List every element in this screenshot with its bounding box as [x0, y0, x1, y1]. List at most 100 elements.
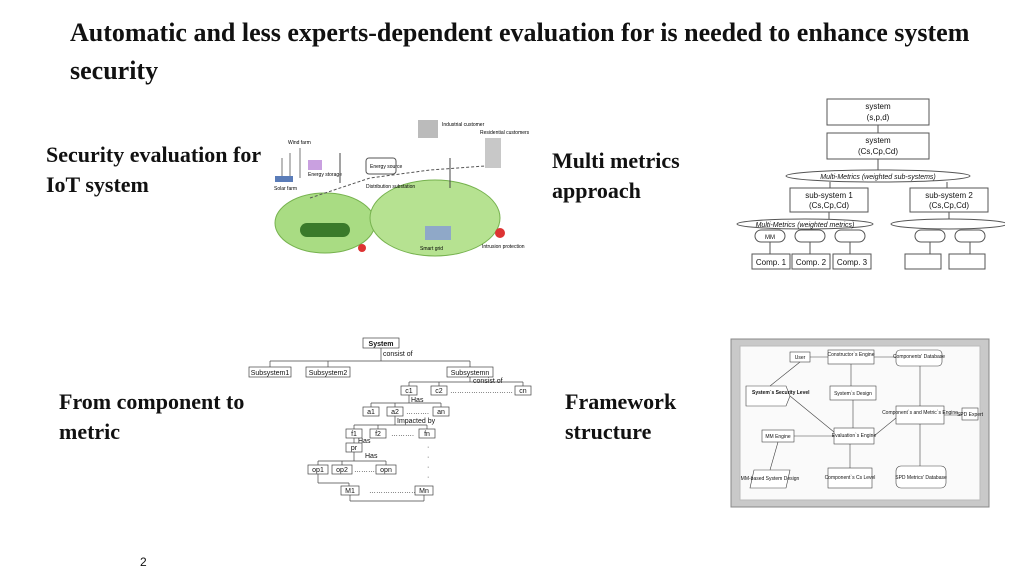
solar-icon: [275, 176, 293, 182]
box-subsystem-2: [909, 187, 989, 213]
text-sys-level: System`s Security Level: [752, 390, 810, 396]
text-mm-metrics: Multi-Metrics (weighted metrics): [756, 222, 855, 229]
attacker-icon: [358, 244, 366, 252]
text-dots-op: ……….: [354, 467, 377, 474]
label-distribution: Distribution substation: [366, 184, 415, 190]
mm-metrics-ellipse: [736, 218, 874, 230]
box-subsystem-1: [789, 187, 869, 213]
text-op2: op2: [336, 467, 348, 474]
component-metric-tree: System consist of Subsystem1 Subsystem2 …: [248, 337, 532, 502]
text-a1: a1: [367, 409, 375, 416]
caption-iot: Security evaluation for IoT system: [46, 142, 261, 197]
battery-icon: [300, 223, 350, 237]
text-system-2: (Cs,Cp,Cd): [858, 147, 898, 156]
box-system: [826, 132, 930, 160]
box-empty-1: [904, 253, 942, 270]
text-comp-level: Component`s Cs Level: [825, 475, 876, 481]
text-cn: cn: [519, 388, 527, 395]
storage-icon: [308, 160, 322, 170]
text-has-2: Has: [358, 438, 371, 445]
text-dots-a: ……….: [406, 409, 429, 416]
text-root-2: (s,p,d): [867, 113, 890, 122]
text-consist-of-1: consist of: [383, 351, 413, 358]
label-residential: Residential customers: [480, 130, 530, 136]
text-an: an: [437, 409, 445, 416]
text-f1: f1: [351, 431, 357, 438]
box-subsystem-2: [305, 366, 351, 378]
text-system: System: [369, 341, 394, 348]
iot-smart-grid-figure: Wind farm Energy storage Solar farm Indu…: [274, 120, 530, 257]
text-sub2-1: sub-system 2: [925, 191, 973, 200]
text-eval-engine: Evaluation`s Engine: [832, 433, 877, 439]
text-dots-c: ………………………: [450, 388, 513, 395]
label-solar-farm: Solar farm: [274, 186, 297, 192]
text-has-3: Has: [365, 453, 378, 460]
text-comp-2: Comp. 2: [796, 258, 827, 267]
box-subsystem-1: [248, 366, 292, 378]
text-comp-3: Comp. 3: [837, 258, 868, 267]
text-comp-1: Comp. 1: [756, 258, 787, 267]
box-comp-3: [832, 253, 872, 270]
text-mm-design: MM-based System Design: [741, 476, 800, 482]
text-dots-f: ……….: [391, 431, 414, 438]
text-subsystem-n: Subsystemn: [451, 370, 490, 377]
text-a2: a2: [391, 409, 399, 416]
text-has-1: Has: [411, 397, 424, 404]
slide-title: Automatic and less experts-dependent eva…: [70, 18, 970, 85]
label-intrusion: Intrusion protection: [482, 244, 525, 250]
mm-ellipse-right: [890, 218, 1005, 230]
text-fn: fn: [424, 431, 430, 438]
text-mm-engine: MM Engine: [765, 434, 791, 440]
intrusion-icon: [495, 228, 505, 238]
caption-component-to-metric: From component to metric: [59, 389, 245, 444]
text-impacted-by: Impacted by: [397, 418, 436, 425]
energy-source-box: [365, 157, 397, 175]
text-sub1-2: (Cs,Cp,Cd): [809, 201, 849, 210]
label-wind-farm: Wind farm: [288, 140, 311, 146]
caption-framework: Framework structure: [565, 389, 677, 444]
text-consist-of-2: consist of: [473, 378, 503, 385]
text-sys-design: System`s Design: [834, 391, 872, 397]
text-mm-subsystems: Multi-Metrics (weighted sub-systems): [820, 174, 936, 181]
label-smart-grid: Smart grid: [420, 246, 443, 252]
label-energy-source: Energy source: [370, 164, 402, 170]
text-dots-m: ………………………: [369, 488, 432, 495]
box-comp-1: [751, 253, 791, 270]
text-sub2-2: (Cs,Cp,Cd): [929, 201, 969, 210]
vdot-2: ·: [427, 454, 429, 461]
text-subsystem-2: Subsystem2: [309, 370, 348, 377]
box-empty-2: [948, 253, 986, 270]
text-root-1: system: [865, 102, 891, 111]
label-energy-storage: Energy storage: [308, 172, 342, 178]
vdot-3: ·: [427, 464, 429, 471]
framework-diagram: User Constructor`s Engine Components' Da…: [730, 338, 990, 508]
building-icon: [485, 138, 501, 168]
text-user: User: [795, 355, 806, 361]
text-m1: M1: [345, 488, 355, 495]
vdot-4: ·: [427, 474, 429, 481]
text-c1: c1: [405, 388, 413, 395]
vdot-1: ·: [427, 444, 429, 451]
text-comp-engine: Component`s and Metric`s Engine: [882, 410, 958, 416]
caption-multi-metrics: Multi metrics approach: [552, 148, 680, 203]
multi-metrics-diagram: system (s,p,d) system (Cs,Cp,Cd) Multi-M…: [736, 98, 1005, 270]
text-spd-expert: SPD Expert: [957, 412, 984, 418]
house-icon: [425, 226, 451, 240]
label-industrial: Industrial customer: [442, 122, 485, 128]
page-number: 2: [140, 555, 147, 569]
text-pr: pr: [351, 445, 358, 452]
cloud-right: [369, 179, 501, 257]
text-f2: f2: [375, 431, 381, 438]
text-subsystem-1: Subsystem1: [251, 370, 290, 377]
text-mn: Mn: [419, 488, 429, 495]
box-system-root: [826, 98, 930, 126]
text-opn: opn: [380, 467, 392, 474]
text-op1: op1: [312, 467, 324, 474]
text-sub1-1: sub-system 1: [805, 191, 853, 200]
text-constructor: Constructor`s Engine: [828, 352, 875, 358]
box-comp-2: [791, 253, 831, 270]
text-c2: c2: [435, 388, 443, 395]
text-system-1: system: [865, 136, 891, 145]
text-mm-small: MM: [765, 235, 775, 241]
factory-icon: [418, 120, 438, 138]
